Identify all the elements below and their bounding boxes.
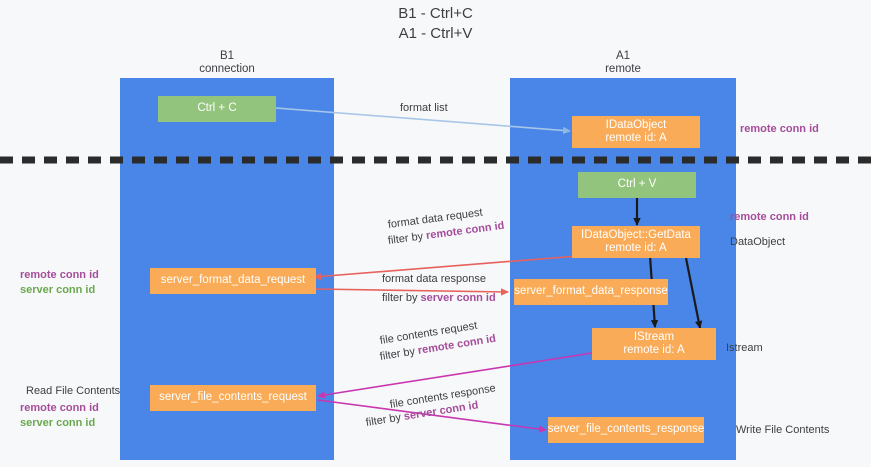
edge-label-format-data-response: format data response <box>382 273 486 285</box>
node-server-file-contents-request[interactable]: server_file_contents_request <box>150 385 316 411</box>
edge-label-format-data-response-group: format data response filter by server co… <box>382 272 496 306</box>
column-header-b1: B1 connection <box>199 50 255 75</box>
annotation-left-server-conn-id-2: server conn id <box>20 417 96 429</box>
annotation-left-remote-conn-id: remote conn id <box>20 269 99 281</box>
filter-prefix: filter by <box>387 230 427 247</box>
annotation-remote-conn-id-top: remote conn id <box>740 123 819 135</box>
filter-prefix: filter by <box>382 292 421 304</box>
annotation-remote-conn-id-mid: remote conn id <box>730 211 809 223</box>
edge-label-file-contents-request-group: file contents request filter by remote c… <box>379 320 497 365</box>
filter-key-server-conn-id: server conn id <box>420 292 496 304</box>
edge-label-file-contents-response-group: file contents response filter by server … <box>364 382 497 431</box>
node-ctrl-v[interactable]: Ctrl + V <box>578 172 696 198</box>
annotation-left-server-conn-id: server conn id <box>20 284 96 296</box>
annotation-dataobject: DataObject <box>730 236 786 248</box>
node-server-format-data-response[interactable]: server_format_data_response <box>514 279 668 305</box>
node-server-file-contents-response[interactable]: server_file_contents_response <box>548 417 704 443</box>
column-header-a1: A1 remote <box>605 50 641 75</box>
node-istream[interactable]: IStream remote id: A <box>592 328 716 360</box>
annotation-read-file-contents: Read File Contents <box>26 385 121 397</box>
page-title: B1 - Ctrl+C A1 - Ctrl+V <box>398 5 473 42</box>
annotation-write-file-contents: Write File Contents <box>736 424 830 436</box>
node-server-format-data-request[interactable]: server_format_data_request <box>150 268 316 294</box>
annotation-istream: Istream <box>726 342 763 354</box>
edge-label-format-list: format list <box>400 102 448 114</box>
filter-prefix: filter by <box>364 411 405 429</box>
node-idataobject-getdata[interactable]: IDataObject::GetData remote id: A <box>572 226 700 258</box>
edge-label-format-data-response-filter: filter by server conn id <box>382 291 496 306</box>
edge-label-format-data-request-group: format data request filter by remote con… <box>387 207 505 249</box>
node-ctrl-c[interactable]: Ctrl + C <box>158 96 276 122</box>
node-idataobject[interactable]: IDataObject remote id: A <box>572 116 700 148</box>
annotation-left-remote-conn-id-2: remote conn id <box>20 402 99 414</box>
